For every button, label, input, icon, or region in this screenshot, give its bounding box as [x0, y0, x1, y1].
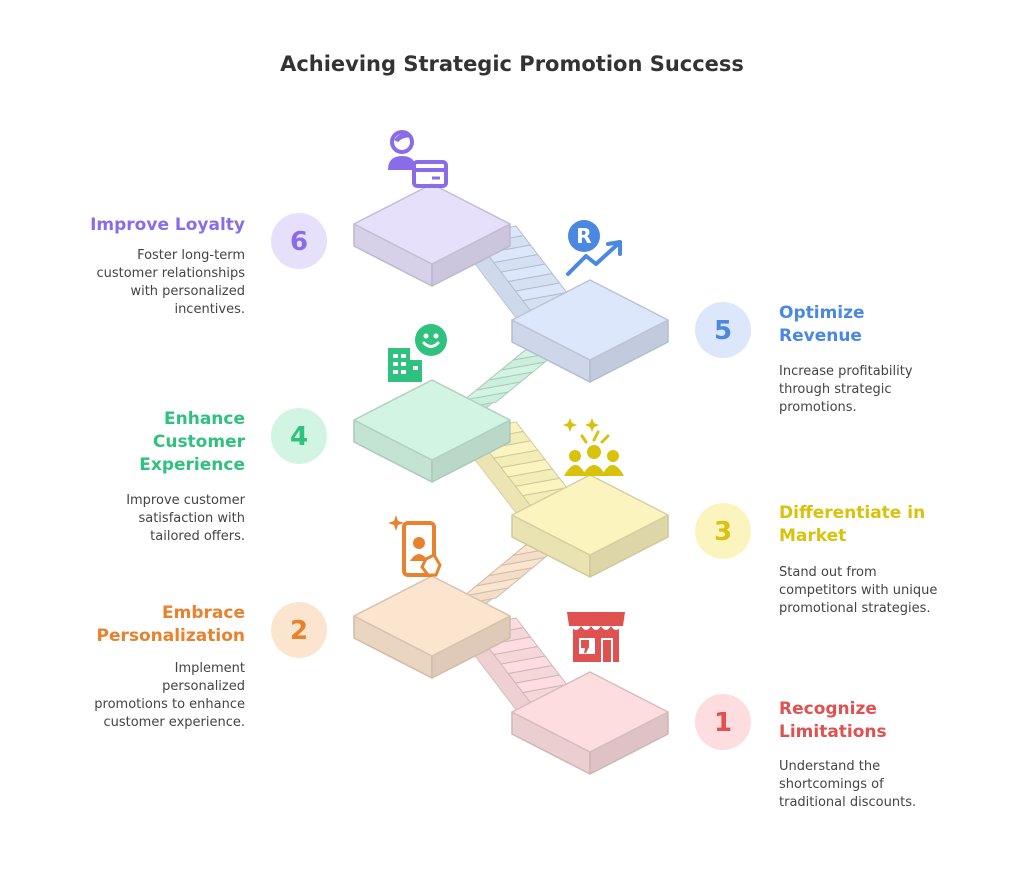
step-description-line: promotional strategies. — [779, 601, 931, 616]
step-description-line: Implement — [174, 661, 245, 676]
step-title-line: Market — [779, 526, 847, 546]
step-description-line: promotions. — [779, 400, 857, 415]
number-circle — [695, 694, 751, 750]
page-title: Achieving Strategic Promotion Success — [280, 52, 744, 76]
step-number: 4 — [290, 422, 308, 452]
step-description-line: promotions to enhance — [94, 697, 245, 712]
step-description-line: customer relationships — [96, 266, 245, 281]
step-title-line: Enhance — [164, 409, 245, 429]
step-description-line: shortcomings of — [779, 777, 884, 792]
number-circle — [271, 408, 327, 464]
step-title-line: Personalization — [96, 626, 245, 646]
number-circle — [695, 503, 751, 559]
step-title-line: Customer — [152, 432, 245, 452]
step-title-line: Experience — [139, 455, 245, 475]
icons-layer: R — [388, 130, 625, 662]
revenue-growth-icon: R — [566, 220, 622, 276]
step-title-line: Revenue — [779, 326, 862, 346]
step-description-line: through strategic — [779, 382, 892, 397]
step-title-6: Improve Loyalty — [90, 214, 245, 237]
crowd-spotlight-icon — [563, 418, 624, 476]
step-description-line: incentives. — [174, 302, 245, 317]
step-title-line: Improve Loyalty — [90, 215, 245, 235]
step-description-5: Increase profitability through strategic p… — [779, 363, 913, 417]
step-description-2: Implement personalized promotions to enhan… — [94, 660, 245, 732]
number-circle — [695, 302, 751, 358]
step-description-line: Improve customer — [126, 493, 245, 508]
step-number: 5 — [714, 316, 732, 346]
platform-step-3 — [511, 474, 669, 578]
step-description-line: Understand the — [779, 759, 881, 774]
step-description-4: Improve customer satisfaction with tailore… — [126, 492, 245, 546]
step-description-line: Increase profitability — [779, 364, 913, 379]
number-badge-4: 4 — [271, 408, 327, 464]
number-badge-2: 2 — [271, 602, 327, 658]
step-description-3: Stand out from competitors with unique pro… — [779, 564, 937, 618]
step-title-line: Limitations — [779, 722, 887, 742]
platforms-layer — [353, 183, 669, 775]
step-title-3: Differentiate in Market — [779, 502, 925, 548]
step-title-line: Differentiate in — [779, 503, 926, 523]
step-number: 2 — [290, 616, 308, 646]
number-badge-3: 3 — [695, 503, 751, 559]
number-badge-5: 5 — [695, 302, 751, 358]
platform-step-1 — [511, 671, 669, 775]
step-description-line: satisfaction with — [138, 511, 245, 526]
step-title-line: Optimize — [779, 303, 865, 323]
step-description-line: customer experience. — [103, 715, 245, 730]
step-description-line: Foster long-term — [137, 248, 245, 263]
step-title-line: Embrace — [162, 603, 245, 623]
step-description-line: with personalized — [130, 284, 245, 299]
number-circle — [271, 213, 327, 269]
customer-card-icon — [388, 130, 448, 188]
mobile-user-sparkle-icon — [388, 515, 442, 577]
step-number: 3 — [714, 517, 732, 547]
step-description-line: traditional discounts. — [779, 795, 917, 810]
step-title-line: Recognize — [779, 699, 877, 719]
step-description-6: Foster long-term customer relationships wi… — [96, 247, 245, 319]
platform-step-6 — [353, 183, 511, 287]
svg-text:R: R — [576, 224, 591, 248]
number-badge-1: 1 — [695, 694, 751, 750]
storefront-thumbs-down-icon — [567, 612, 625, 662]
step-description-1: Understand the shortcomings of traditional… — [779, 758, 916, 812]
step-description-line: personalized — [162, 679, 245, 694]
platform-step-4 — [353, 379, 511, 483]
step-description-line: tailored offers. — [150, 529, 245, 544]
step-number: 6 — [290, 227, 308, 257]
platform-step-5 — [511, 279, 669, 383]
number-badge-6: 6 — [271, 213, 327, 269]
number-circle — [271, 602, 327, 658]
building-smiley-icon — [388, 324, 447, 382]
step-number: 1 — [714, 708, 732, 738]
platform-step-2 — [353, 575, 511, 679]
step-description-line: Stand out from — [779, 565, 877, 580]
step-description-line: competitors with unique — [779, 583, 938, 598]
number-circles-layer: 1 2 3 4 5 6 — [271, 213, 751, 750]
